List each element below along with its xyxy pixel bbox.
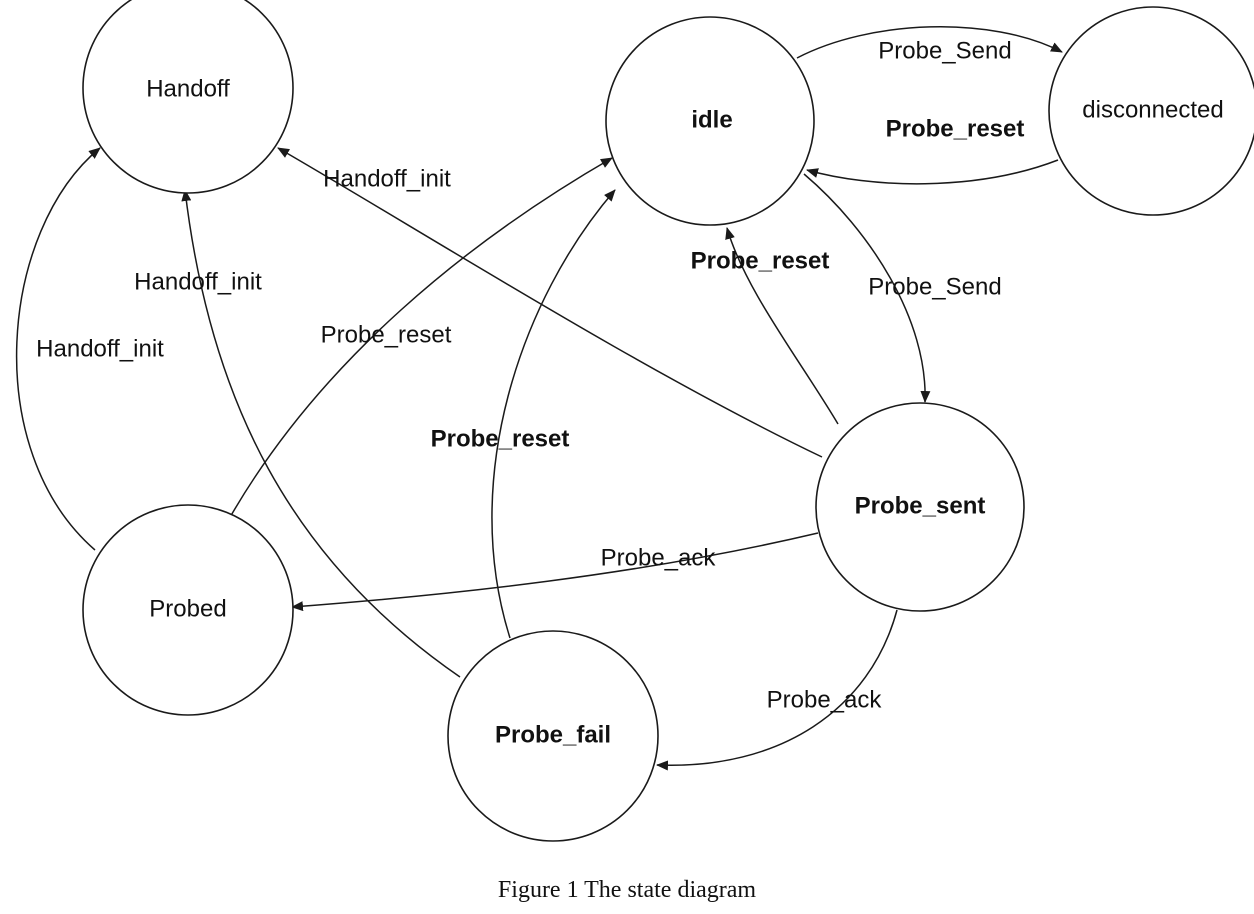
state-handoff-circle	[82, 0, 294, 194]
label-disconnected-to-idle: Probe_reset	[886, 115, 1025, 142]
label-probe-sent-to-idle: Probe_reset	[691, 247, 830, 274]
state-probe-sent-circle	[815, 402, 1025, 612]
edge-probe-sent-to-probe-fail	[656, 609, 898, 771]
edge-probe-fail-to-handoff	[181, 189, 461, 678]
label-probe-sent-to-probed: Probe_ack	[601, 544, 717, 571]
state-probe-fail-circle	[447, 630, 659, 842]
state-disconnected: disconnected	[1048, 6, 1254, 216]
edge-probe-sent-to-idle	[725, 227, 839, 425]
transitions	[15, 25, 1063, 771]
edge-idle-to-probe-sent	[803, 173, 931, 403]
state-probed-circle	[82, 504, 294, 716]
edge-disconnected-to-idle	[806, 159, 1059, 185]
state-idle: idle	[605, 16, 815, 226]
state-probed: Probed	[82, 504, 294, 716]
label-probe-sent-to-handoff: Handoff_init	[323, 165, 451, 192]
label-idle-to-probe-sent: Probe_Send	[868, 273, 1001, 300]
state-probed-label: Probed	[149, 595, 226, 622]
edge-probed-to-handoff	[15, 147, 101, 551]
edge-probe-fail-to-idle	[491, 189, 616, 639]
state-probe-sent: Probe_sent	[815, 402, 1025, 612]
label-probed-to-handoff: Handoff_init	[36, 335, 164, 362]
label-probed-to-idle: Probe_reset	[321, 321, 452, 348]
state-probe-sent-label: Probe_sent	[855, 492, 986, 519]
state-probe-fail: Probe_fail	[447, 630, 659, 842]
state-handoff-label: Handoff	[146, 75, 230, 102]
figure-caption: Figure 1 The state diagram	[497, 877, 757, 903]
edge-idle-to-disconnected	[796, 25, 1063, 59]
edge-probed-to-idle	[228, 157, 613, 520]
label-probe-fail-to-handoff: Handoff_init	[134, 268, 262, 295]
state-probe-fail-label: Probe_fail	[495, 721, 611, 748]
edge-probe-sent-to-probed	[291, 532, 819, 612]
state-idle-circle	[605, 16, 815, 226]
state-disconnected-circle	[1048, 6, 1254, 216]
transition-labels: Probe_Send Probe_reset Handoff_init Prob…	[36, 37, 1024, 713]
edge-probe-sent-to-handoff	[277, 147, 823, 458]
label-probe-fail-to-idle: Probe_reset	[431, 425, 570, 452]
state-idle-label: idle	[691, 106, 732, 133]
label-idle-to-disconnected: Probe_Send	[878, 37, 1011, 64]
state-handoff: Handoff	[82, 0, 294, 194]
label-probe-sent-to-probe-fail: Probe_ack	[767, 686, 883, 713]
state-disconnected-label: disconnected	[1082, 96, 1223, 123]
